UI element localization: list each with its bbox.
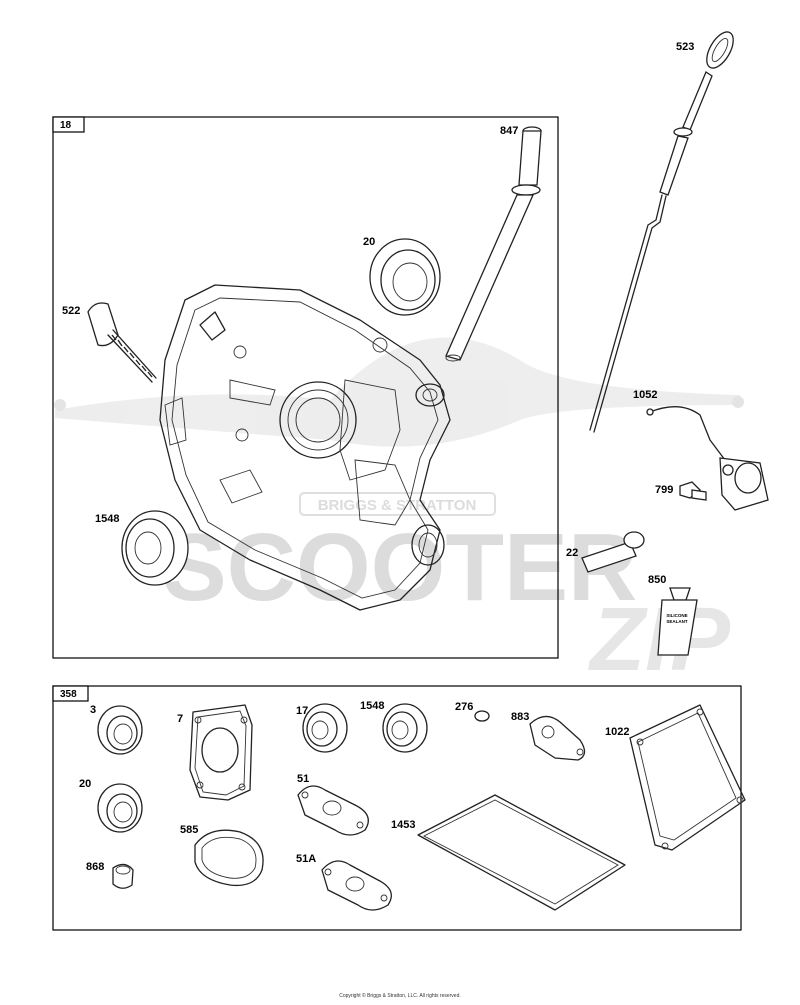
lower-group-tag-box <box>52 685 89 702</box>
upper-group-tag-box <box>52 116 85 133</box>
copyright-notice: Copyright © Briggs & Stratton, LLC. All … <box>339 993 461 999</box>
label-1548-top: 1548 <box>95 513 119 525</box>
label-847: 847 <box>500 125 518 137</box>
watermark-brand: BRIGGS & STRATTON <box>318 497 477 514</box>
gasket-1453-part <box>417 794 626 911</box>
shaft-22-part <box>581 531 645 573</box>
bearing-1548-bottom-part <box>382 703 428 753</box>
bearing-top-part <box>121 510 189 586</box>
valve-seal-868-part <box>112 863 134 889</box>
label-20-bottom: 20 <box>79 778 91 790</box>
breather-valve-part <box>87 302 157 383</box>
label-51: 51 <box>297 773 309 785</box>
label-585: 585 <box>180 824 198 836</box>
oil-seal-top-part <box>369 238 441 316</box>
tube-text-1: SILICONE <box>666 613 687 618</box>
gasket-51-part <box>297 785 369 836</box>
label-850: 850 <box>648 574 666 586</box>
label-20-top: 20 <box>363 236 375 248</box>
seal-3-part <box>97 705 143 755</box>
label-868: 868 <box>86 861 104 873</box>
label-17: 17 <box>296 705 308 717</box>
tube-text-2: SEALANT <box>666 619 688 624</box>
label-523: 523 <box>676 41 694 53</box>
label-522: 522 <box>62 305 80 317</box>
label-1022: 1022 <box>605 726 629 738</box>
watermark-dot-right <box>732 396 744 408</box>
label-1548-bottom: 1548 <box>360 700 384 712</box>
dipstick-tube-part <box>445 126 542 362</box>
label-276: 276 <box>455 701 473 713</box>
label-3: 3 <box>90 704 96 716</box>
upper-group-tag: 18 <box>60 120 72 131</box>
o-ring-276-part <box>474 710 490 722</box>
gasket-585-part <box>194 829 264 887</box>
label-799: 799 <box>655 484 673 496</box>
watermark-swoosh <box>55 337 740 447</box>
lower-group-tag: 358 <box>60 689 77 700</box>
crankcase-cover-part <box>159 284 451 611</box>
dipstick-part <box>589 31 734 433</box>
watermark-scooter: SCOOTER <box>163 514 638 621</box>
watermark-dot-left <box>54 399 66 411</box>
label-22: 22 <box>566 547 578 559</box>
seal-20-bottom-part <box>97 783 143 833</box>
gasket-51A-part <box>321 860 392 911</box>
oil-sensor-part <box>646 406 769 511</box>
label-1052: 1052 <box>633 389 657 401</box>
bolt-799-part <box>679 481 707 501</box>
label-1453: 1453 <box>391 819 415 831</box>
bearing-17-part <box>302 703 348 753</box>
head-gasket-7-part <box>189 704 253 801</box>
gasket-1022-part <box>629 704 746 851</box>
label-883: 883 <box>511 711 529 723</box>
lower-group-box <box>52 685 742 931</box>
upper-group-box <box>52 116 559 659</box>
label-7: 7 <box>177 713 183 725</box>
gasket-883-part <box>529 715 586 761</box>
watermark-badge <box>299 492 496 516</box>
label-51A: 51A <box>296 853 316 865</box>
silicone-sealant-tube-part: SILICONE SEALANT <box>657 587 698 656</box>
